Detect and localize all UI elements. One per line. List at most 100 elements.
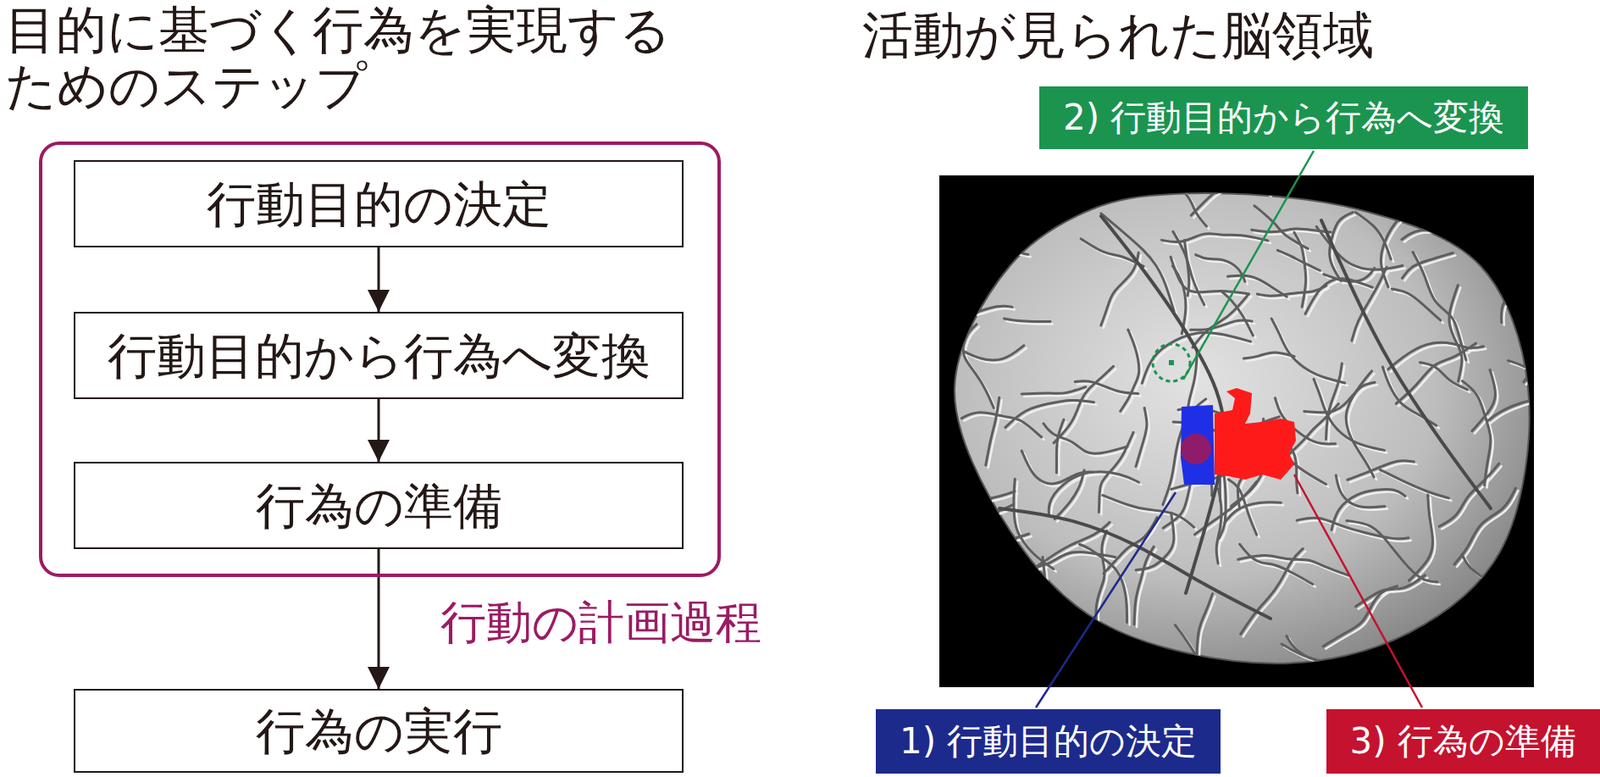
sulcus xyxy=(1401,180,1494,240)
blue-activation xyxy=(1180,404,1215,485)
green-activation xyxy=(1168,359,1174,366)
sulcus xyxy=(987,216,1029,255)
sulcus xyxy=(1013,478,1054,569)
sulcus xyxy=(1326,363,1343,440)
sulcus xyxy=(1221,291,1254,336)
gyrus-highlight xyxy=(1394,291,1444,323)
sulcus xyxy=(1487,398,1542,422)
gyrus-highlight xyxy=(1177,627,1235,694)
sulcus xyxy=(1251,228,1332,233)
sulcus xyxy=(1271,318,1346,383)
sulcus xyxy=(1449,284,1462,382)
sulcus xyxy=(1048,471,1139,514)
sulcus xyxy=(1190,184,1268,216)
gyrus-highlight xyxy=(1358,577,1429,609)
gyrus-highlight xyxy=(945,493,1018,556)
callout-label: 3) 行為の準備 xyxy=(1350,720,1577,762)
panel-heading: 活動が見られた脳領域 xyxy=(862,6,1374,63)
sulcus xyxy=(1120,329,1140,411)
sulcus xyxy=(1134,546,1154,625)
sulcus xyxy=(963,324,994,409)
flow-arrow xyxy=(377,398,381,462)
overlap-activation xyxy=(1180,433,1212,465)
sulcus xyxy=(1500,275,1530,323)
sulcus xyxy=(1135,407,1147,466)
sulcus xyxy=(942,491,1015,554)
sulcus xyxy=(1243,352,1295,359)
sulcus xyxy=(1162,233,1268,243)
sulcus xyxy=(1079,543,1127,622)
callout-label: 1) 行動目的の決定 xyxy=(899,720,1197,762)
sulcus xyxy=(961,412,1041,438)
sulcus xyxy=(1080,238,1144,267)
sulcus xyxy=(1439,463,1499,526)
sulcus xyxy=(1409,494,1434,581)
gyrus-highlight xyxy=(1045,559,1063,641)
sulcus xyxy=(1174,625,1233,692)
fissure xyxy=(1321,220,1491,509)
sulcus xyxy=(1195,254,1246,283)
sulcus xyxy=(1388,342,1484,369)
sulcus xyxy=(1335,475,1385,508)
sulcus xyxy=(1021,387,1086,394)
callout-box: 3) 行為の準備 xyxy=(1326,708,1600,774)
callout-box: 2) 行動目的から行為へ変換 xyxy=(1039,86,1529,150)
sulcus xyxy=(1355,211,1391,260)
sulcus xyxy=(1240,548,1304,635)
process-box: 行為の実行 xyxy=(73,688,684,773)
gyrus-highlight xyxy=(1307,281,1375,317)
sulcus xyxy=(1056,419,1063,473)
sulcus xyxy=(1294,232,1307,307)
sulcus xyxy=(1401,252,1453,278)
gyrus-highlight xyxy=(988,399,1003,468)
flow-arrow xyxy=(377,247,381,312)
group-label: 行動の計画過程 xyxy=(440,597,762,648)
sulcus xyxy=(1277,249,1320,271)
sulcus xyxy=(1523,296,1600,383)
sulcus xyxy=(1331,489,1406,531)
sulcus xyxy=(1346,520,1438,582)
gyrus-highlight xyxy=(965,326,997,411)
process-box: 行動目的から行為へ変換 xyxy=(73,311,684,399)
sulcus xyxy=(1170,256,1249,294)
gyrus-highlight xyxy=(1144,334,1253,386)
sulcus xyxy=(951,344,1024,360)
sulcus xyxy=(1006,521,1110,582)
sulcus xyxy=(1461,381,1490,486)
sulcus xyxy=(1004,318,1051,322)
flow-arrow xyxy=(377,548,381,689)
sulcus xyxy=(1053,365,1113,443)
sulcus xyxy=(1304,382,1375,413)
sulcus xyxy=(1461,553,1522,611)
sulcus xyxy=(1391,288,1441,321)
sulcus xyxy=(1508,360,1557,384)
sulcus xyxy=(1195,593,1213,698)
sulcus xyxy=(1074,381,1139,394)
process-box: 行為の準備 xyxy=(73,461,684,549)
sulcus xyxy=(1098,431,1134,512)
gyrus-highlight xyxy=(990,219,1031,257)
sulcus xyxy=(1379,469,1449,499)
sulcus xyxy=(1472,369,1495,431)
gyrus-highlight xyxy=(1526,298,1600,385)
callout-box: 1) 行動目的の決定 xyxy=(875,708,1221,774)
sulcus xyxy=(1412,251,1467,360)
sulcus xyxy=(1216,488,1222,564)
gyrus-highlight xyxy=(1404,182,1496,243)
planning-group: 行動の計画過程行動目的の決定行動目的から行為へ変換行為の準備 xyxy=(38,141,721,577)
sulcus xyxy=(904,305,1013,319)
sulcus xyxy=(1101,252,1139,326)
process-box: 行動目的の決定 xyxy=(73,160,684,248)
gyrus-highlight xyxy=(1511,363,1560,387)
box-label: 行動目的から行為へ変換 xyxy=(107,328,651,383)
gyrus-highlight xyxy=(1007,402,1097,430)
image-background xyxy=(939,175,1534,687)
callout-label: 2) 行動目的から行為へ変換 xyxy=(1062,97,1505,139)
title: 目的に基づく行為を実現する ためのステップ xyxy=(5,1,709,114)
sulcus xyxy=(1281,643,1342,668)
box-label: 行為の実行 xyxy=(255,703,503,759)
sulcus xyxy=(1313,378,1385,450)
leader-line xyxy=(1294,474,1423,708)
gyrus-highlight xyxy=(1179,143,1209,229)
gyrus-highlight xyxy=(1503,277,1533,326)
